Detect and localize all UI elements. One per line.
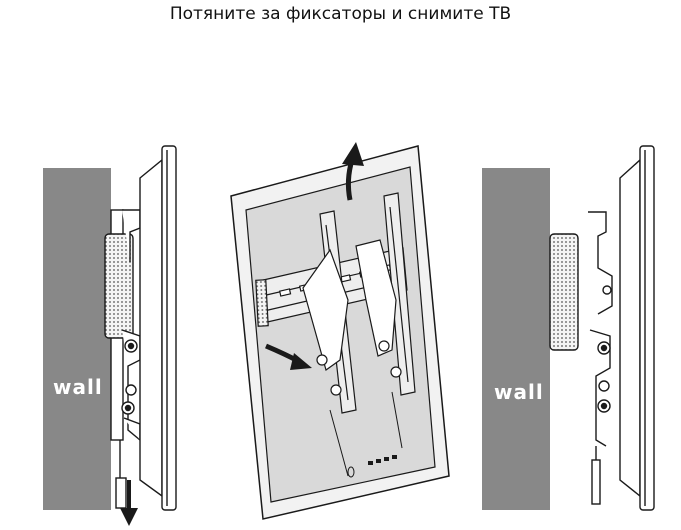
rail-end-pad (256, 280, 268, 326)
right-side-view: wall (482, 146, 654, 510)
wall-right (482, 168, 550, 510)
right-bracket (550, 212, 612, 504)
left-side-view: wall (43, 146, 176, 526)
wall-left (43, 168, 111, 510)
wall-label-left: wall (53, 375, 103, 399)
center-tv-view (231, 142, 449, 519)
right-dotted-pad (550, 234, 578, 350)
wall-label-right: wall (494, 380, 544, 404)
left-tv-profile (140, 146, 176, 510)
right-tv-profile (620, 146, 654, 510)
